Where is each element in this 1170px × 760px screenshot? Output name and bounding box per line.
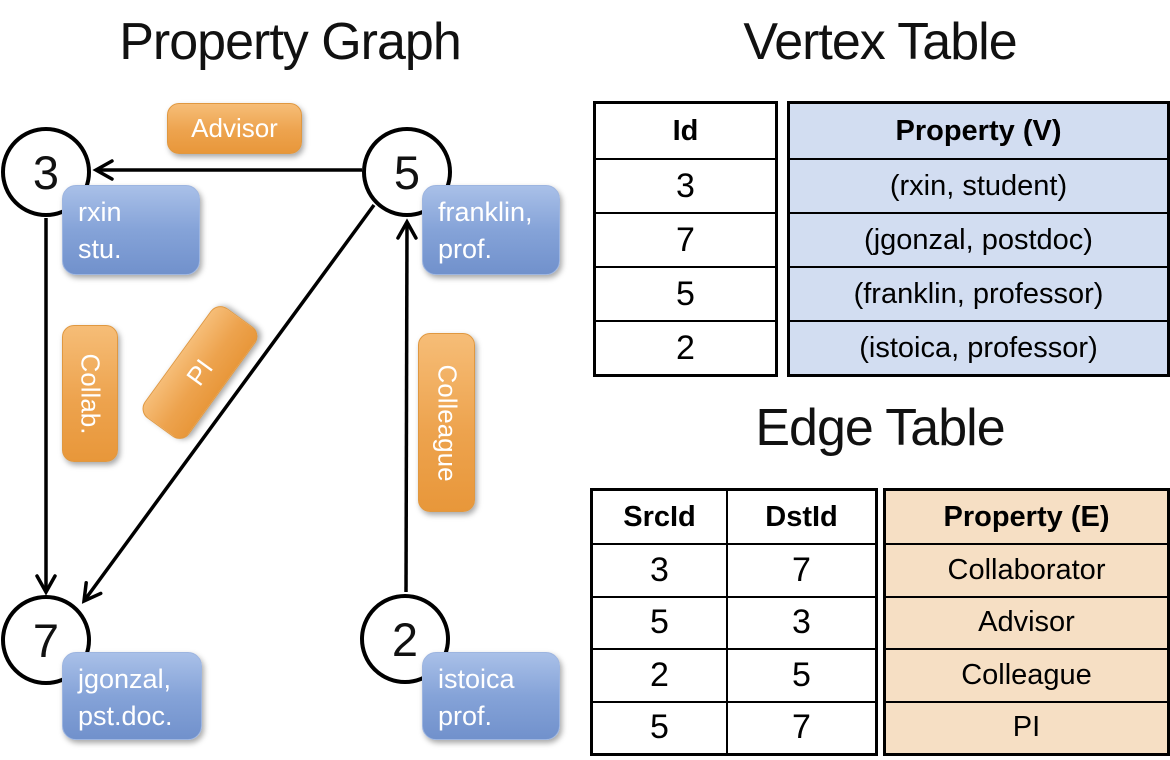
- edge-label-colleague: Colleague: [418, 333, 475, 512]
- edge-table-srcid-cell: 5: [593, 700, 728, 753]
- edge-table-property-header: Property (E): [943, 500, 1110, 533]
- edge-table-title: Edge Table: [755, 399, 1005, 457]
- vertex-table-id-cell: 2: [596, 320, 775, 374]
- edge-table-id-columns: SrcId DstId 3 7 5 3 2 5 5 7: [590, 488, 878, 756]
- vertex-label-jgonzal-line2: pst.doc.: [78, 701, 173, 731]
- edge-table-property-cell: PI: [886, 700, 1167, 753]
- edge-table-dstid-header: DstId: [765, 500, 838, 533]
- vertex-label-jgonzal-line1: jgonzal,: [78, 664, 172, 694]
- vertex-node-3-id: 3: [32, 145, 60, 199]
- edge-label-colleague-text: Colleague: [432, 363, 462, 482]
- vertex-label-rxin-line2: stu.: [78, 234, 122, 264]
- edge-table-dstid-cell: 5: [728, 648, 875, 700]
- edge-table-srcid-cell: 2: [593, 648, 728, 701]
- vertex-node-7-id: 7: [32, 613, 60, 667]
- edge-table-dstid-cell: 3: [728, 595, 875, 648]
- edge-table-property-cell: Colleague: [886, 648, 1167, 700]
- edge-table-srcid-cell: 5: [593, 595, 728, 649]
- edge-label-advisor-text: Advisor: [191, 113, 278, 143]
- vertex-label-istoica-line2: prof.: [438, 701, 493, 731]
- edge-label-collab: Collab.: [62, 325, 118, 462]
- edge-table-property-cell: Collaborator: [886, 543, 1167, 595]
- vertex-table-property-cell: (rxin, student): [790, 158, 1167, 212]
- vertex-label-jgonzal: jgonzal, pst.doc.: [62, 652, 202, 740]
- edge-table-dstid-cell: 7: [728, 700, 875, 753]
- vertex-label-istoica: istoica prof.: [422, 652, 560, 740]
- vertex-table-property-cell: (istoica, professor): [790, 320, 1167, 374]
- vertex-table-id-header: Id: [672, 114, 699, 147]
- edge-table-srcid-header: SrcId: [593, 491, 728, 544]
- edge-colleague-arrow: [396, 218, 418, 593]
- vertex-table-id-cell: 3: [596, 158, 775, 212]
- edge-table-property-column: Property (E) Collaborator Advisor Collea…: [883, 488, 1170, 756]
- vertex-table-property-column: Property (V) (rxin, student) (jgonzal, p…: [787, 101, 1170, 377]
- edge-label-advisor: Advisor: [167, 103, 302, 154]
- vertex-label-franklin-line1: franklin,: [438, 197, 533, 227]
- vertex-table-property-cell: (franklin, professor): [790, 266, 1167, 320]
- vertex-table-id-column: Id 3 7 5 2: [593, 101, 778, 377]
- vertex-node-5-id: 5: [393, 145, 421, 199]
- edge-table-dstid-cell: 7: [728, 543, 875, 595]
- vertex-table-id-cell: 5: [596, 266, 775, 320]
- vertex-label-istoica-line1: istoica: [438, 664, 515, 694]
- vertex-label-franklin-line2: prof.: [438, 234, 493, 264]
- edge-table-property-cell: Advisor: [886, 595, 1167, 648]
- property-graph-title: Property Graph: [119, 13, 462, 71]
- vertex-table-property-cell: (jgonzal, postdoc): [790, 212, 1167, 266]
- vertex-node-2-id: 2: [391, 612, 419, 666]
- vertex-table-title: Vertex Table: [743, 13, 1017, 71]
- vertex-node-3: 3: [1, 127, 91, 217]
- vertex-label-rxin-line1: rxin: [78, 197, 122, 227]
- vertex-label-franklin: franklin, prof.: [422, 185, 560, 275]
- vertex-table-property-header: Property (V): [895, 114, 1062, 147]
- vertex-table-id-cell: 7: [596, 212, 775, 266]
- edge-label-pi-text: PI: [180, 353, 219, 391]
- edge-pi-arrow: [81, 203, 376, 604]
- edge-table-srcid-cell: 3: [593, 543, 728, 596]
- edge-label-collab-text: Collab.: [75, 353, 106, 434]
- vertex-label-rxin: rxin stu.: [62, 185, 200, 275]
